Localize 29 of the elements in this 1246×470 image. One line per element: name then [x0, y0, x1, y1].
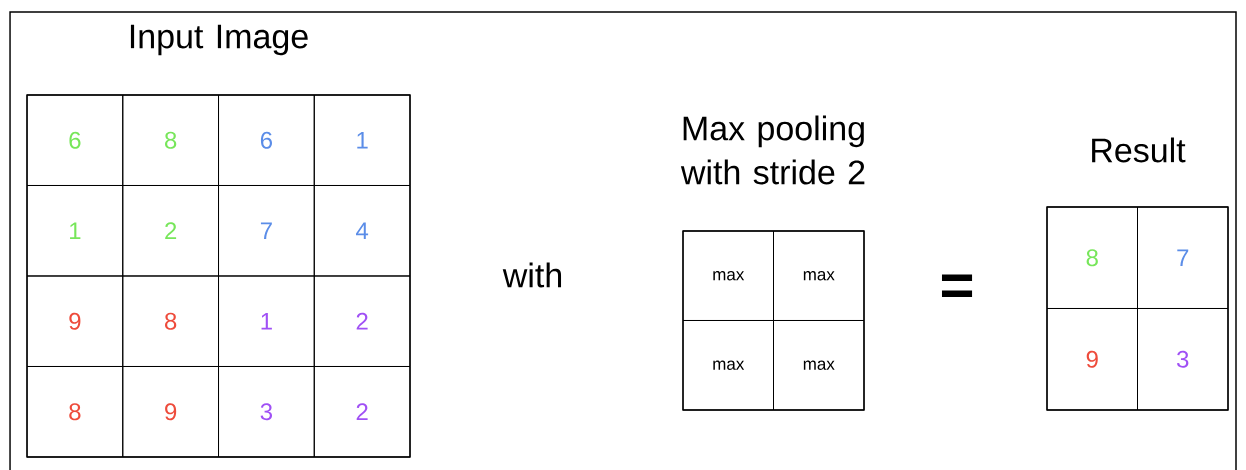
node-label: Max pooling with stride 2 — [680, 115, 865, 185]
grid-cell: max — [773, 230, 865, 321]
grid-cell: 4 — [313, 185, 411, 277]
grid-cell: 2 — [313, 275, 411, 367]
grid-cell: 2 — [313, 366, 411, 458]
grid-cell: 9 — [26, 275, 124, 367]
grid-cell: max — [773, 320, 865, 411]
grid-cell: 9 — [122, 366, 219, 458]
grid-cell: 6 — [26, 94, 124, 186]
grid-cell: 1 — [313, 94, 411, 186]
node-label: Input Image — [130, 24, 308, 56]
grid-cell: 7 — [218, 185, 315, 277]
grid-cell: max — [682, 320, 774, 411]
operator-label: with — [502, 262, 562, 288]
grid-cell: 7 — [1137, 206, 1229, 309]
grid-cell: 8 — [122, 275, 219, 367]
grid-cell: 1 — [26, 185, 124, 277]
node-label: Result — [1092, 137, 1186, 163]
grid-cell: 3 — [1137, 308, 1229, 411]
grid-cell: 1 — [218, 275, 315, 367]
grid-cell: 9 — [1046, 308, 1138, 411]
grid-cell: 2 — [122, 185, 219, 277]
grid-cell: 8 — [26, 366, 124, 458]
grid-cell: max — [682, 230, 774, 321]
grid-cell: 8 — [122, 94, 219, 186]
operator-label: = — [942, 274, 973, 298]
grid-cell: 8 — [1046, 206, 1138, 309]
grid-cell: 6 — [218, 94, 315, 186]
grid-cell: 3 — [218, 366, 315, 458]
